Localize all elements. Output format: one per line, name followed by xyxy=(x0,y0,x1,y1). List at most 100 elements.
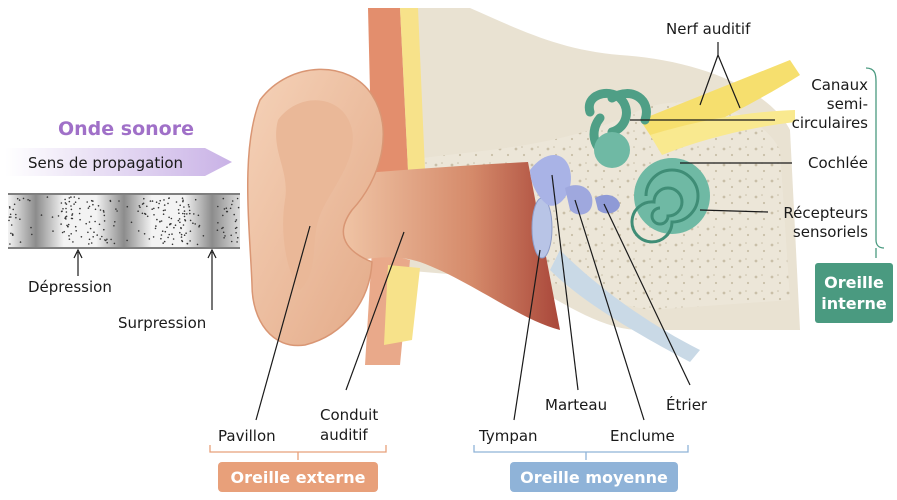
wave-particle xyxy=(160,238,162,240)
wave-particle xyxy=(114,221,116,223)
wave-particle xyxy=(104,220,106,222)
wave-particle xyxy=(62,208,64,210)
wave-particle xyxy=(75,230,77,232)
wave-particle xyxy=(69,197,71,199)
wave-particle xyxy=(68,235,70,237)
canals-label-3: circulaires xyxy=(792,114,869,132)
wave-particle xyxy=(223,232,225,234)
nerve-label: Nerf auditif xyxy=(666,20,751,38)
wave-particle xyxy=(66,203,68,205)
wave-particle xyxy=(78,198,80,200)
wave-particle xyxy=(179,222,181,224)
wave-particle xyxy=(85,223,87,225)
wave-particle xyxy=(139,207,141,209)
wave-particle xyxy=(190,230,192,232)
wave-particle xyxy=(198,215,200,217)
wave-particle xyxy=(184,216,186,218)
wave-particle xyxy=(194,223,196,225)
wave-particle xyxy=(79,208,81,210)
wave-particle xyxy=(153,208,155,210)
wave-particle xyxy=(75,201,77,203)
stapes-label: Étrier xyxy=(666,395,708,414)
wave-particle xyxy=(176,201,178,203)
wave-particle xyxy=(164,204,166,206)
wave-particle xyxy=(144,233,146,235)
outer-ear-bracket xyxy=(210,445,386,460)
receptors-label-1: Récepteurs xyxy=(783,204,868,222)
surpression-label: Surpression xyxy=(118,314,206,332)
wave-particle xyxy=(103,211,105,213)
wave-particle xyxy=(62,232,64,234)
wave-particle xyxy=(188,206,190,208)
receptors-label-2: sensoriels xyxy=(793,223,868,241)
wave-particle xyxy=(184,234,186,236)
wave-particle xyxy=(167,237,169,239)
wave-particle xyxy=(189,213,191,215)
wave-particle xyxy=(92,204,94,206)
wave-particle xyxy=(127,206,129,208)
wave-particle xyxy=(100,209,102,211)
wave-particle xyxy=(147,216,149,218)
wave-particle xyxy=(173,227,175,229)
wave-particle xyxy=(145,213,147,215)
wave-particle xyxy=(146,206,148,208)
wave-particle xyxy=(9,207,11,209)
wave-particle xyxy=(164,209,166,211)
wave-particle xyxy=(139,205,141,207)
wave-particle xyxy=(10,214,12,216)
wave-particle xyxy=(175,224,177,226)
wave-particle xyxy=(237,198,239,200)
wave-particle xyxy=(20,241,22,243)
wave-particle xyxy=(106,239,108,241)
wave-particle xyxy=(217,222,219,224)
wave-particle xyxy=(41,214,43,216)
wave-particle xyxy=(159,200,161,202)
wave-particle xyxy=(65,218,67,220)
wave-particle xyxy=(231,204,233,206)
wave-particle xyxy=(179,232,181,234)
wave-particle xyxy=(110,239,112,241)
wave-particle xyxy=(86,201,88,203)
wave-particle xyxy=(188,204,190,206)
wave-particle xyxy=(166,226,168,228)
wave-particle xyxy=(99,238,101,240)
propagation-label: Sens de propagation xyxy=(28,154,183,172)
wave-particle xyxy=(87,232,89,234)
wave-particle xyxy=(223,237,225,239)
wave-particle xyxy=(178,220,180,222)
wave-particle xyxy=(12,209,14,211)
wave-particle xyxy=(131,222,133,224)
wave-particle xyxy=(161,220,163,222)
wave-particle xyxy=(65,216,67,218)
wave-particle xyxy=(155,228,157,230)
wave-particle xyxy=(67,226,69,228)
wave-particle xyxy=(142,213,144,215)
eardrum-label: Tympan xyxy=(478,427,538,445)
wave-particle xyxy=(137,210,139,212)
wave-particle xyxy=(101,236,103,238)
wave-particle xyxy=(171,218,173,220)
vestibule xyxy=(594,132,630,168)
surpression-pointer xyxy=(208,250,216,310)
wave-particle xyxy=(81,236,83,238)
wave-particle xyxy=(70,196,72,198)
wave-particle xyxy=(198,226,200,228)
wave-particle xyxy=(17,198,19,200)
wave-particle xyxy=(10,233,12,235)
wave-particle xyxy=(162,242,164,244)
wave-particle xyxy=(226,207,228,209)
wave-particle xyxy=(75,226,77,228)
wave-particle xyxy=(163,210,165,212)
wave-particle xyxy=(69,238,71,240)
malleus-label: Marteau xyxy=(545,396,607,414)
wave-particle xyxy=(19,199,21,201)
wave-particle xyxy=(230,235,232,237)
wave-particle xyxy=(8,220,10,222)
sound-wave-band xyxy=(8,194,240,248)
wave-particle xyxy=(150,200,152,202)
wave-particle xyxy=(169,224,171,226)
wave-particle xyxy=(165,231,167,233)
wave-particle xyxy=(52,216,54,218)
wave-particle xyxy=(168,217,170,219)
